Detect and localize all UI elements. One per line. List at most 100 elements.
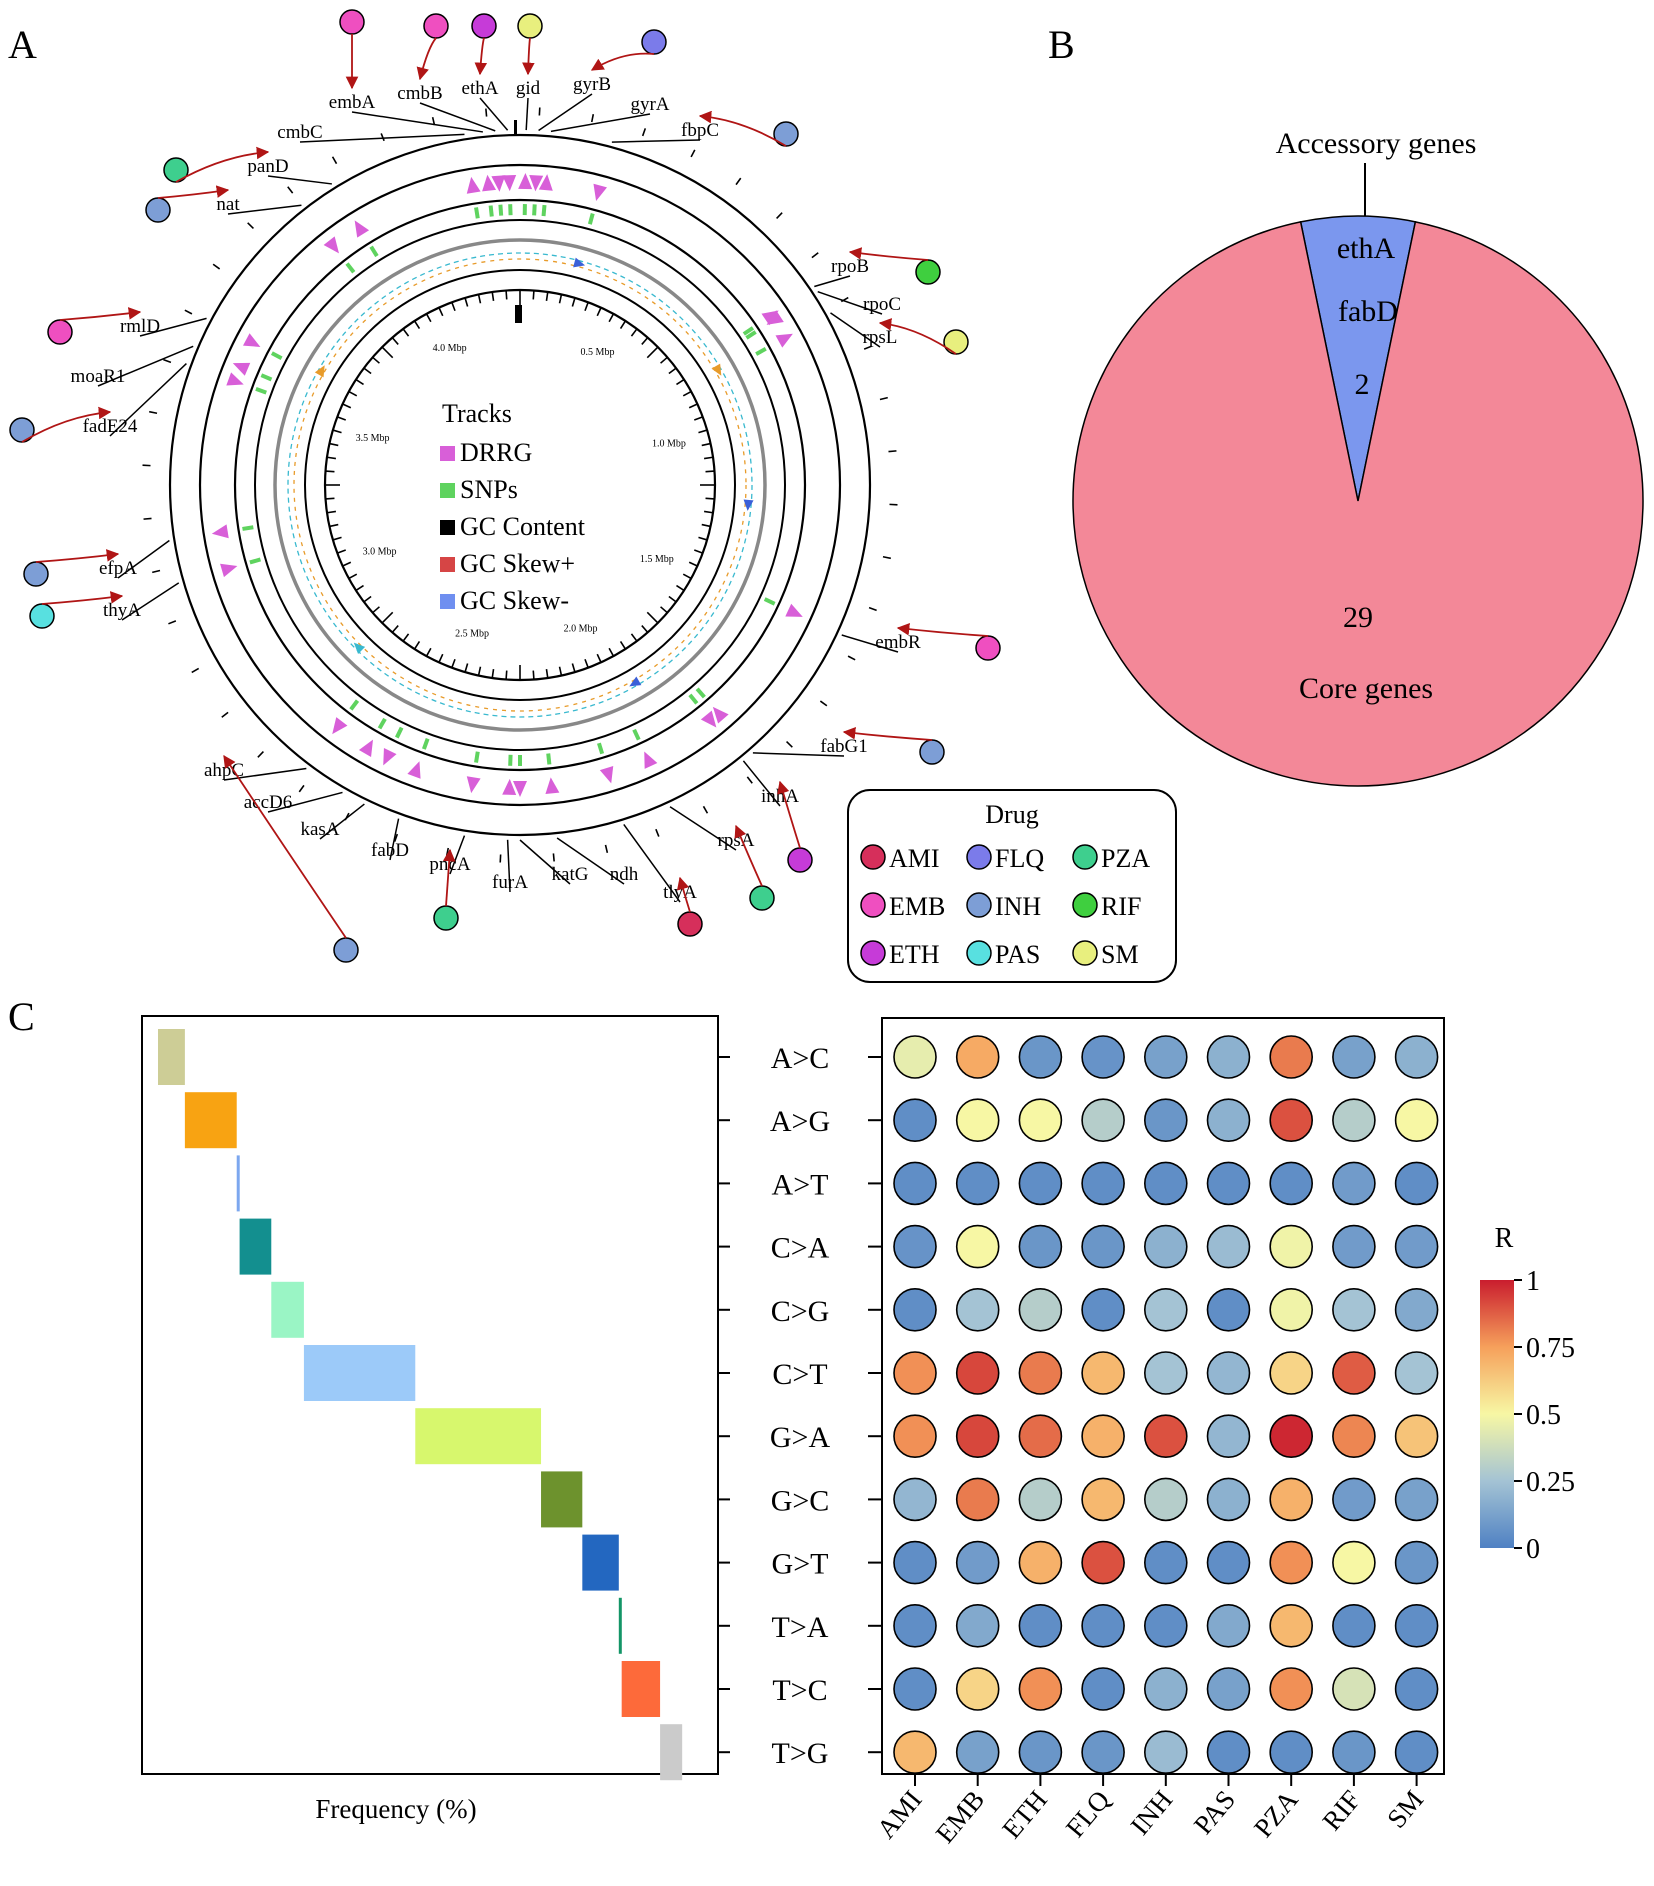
outer-tick [149,410,158,415]
heatmap-cell [1081,1351,1125,1395]
drug-column-label: FLQ [1060,1784,1116,1843]
heatmap-cell [1206,1288,1251,1332]
drug-legend-swatch [860,892,886,918]
drug-arrow [734,824,763,887]
scale-tick [326,510,337,514]
drug-column-label: EMB [930,1785,991,1849]
heatmap-cell [1332,1730,1376,1774]
drug-column-label: SM [1381,1785,1429,1834]
outer-tick [431,117,436,126]
drrg-mark [220,563,238,578]
outer-tick [735,177,742,186]
drrg-mark [491,175,506,192]
heatmap-cell [1081,1730,1125,1774]
scale-tick [342,403,352,409]
drrg-mark [502,778,517,796]
scale-tick [348,573,358,580]
drug-arrow [416,37,437,81]
heatmap-cell [1144,1414,1188,1458]
panel-a-letter: A [8,22,37,67]
heatmap-cell [1206,1351,1251,1395]
heatmap-cell [955,1351,1000,1395]
heatmap-cell [1332,1604,1376,1648]
gene-label-cmbC: cmbC [277,122,322,143]
gene-label-rpoC: rpoC [863,294,901,315]
heatmap-cell [955,1604,1000,1648]
scale-tick [438,653,444,663]
snp-mark [474,207,480,219]
drrg-mark [513,781,527,797]
drrg-mark [712,706,729,724]
scale-tick [596,307,602,317]
heatmap-cell [1269,1035,1313,1079]
drug-node-RIF [915,259,941,285]
gene-leader-line [351,111,484,133]
gc-skew-mark [629,676,642,687]
track-label-gc-skew-plus: GC Skew+ [460,549,575,578]
mutation-panel: Frequency (%) A>CA>GA>TC>AC>GC>TG>AG>CG>… [141,1015,1575,1849]
outer-tick [882,555,891,560]
track-label-drrg: DRRG [460,438,532,467]
heatmap-cell [1332,1288,1376,1332]
heatmap-cell [955,1730,1000,1774]
scale-tick [682,390,692,397]
panel-b-letter: B [1048,22,1075,67]
gene-label-kasA: kasA [300,819,339,840]
frequency-bar [541,1471,583,1528]
track-label-snps: SNPs [460,475,518,504]
outer-tick [888,450,897,453]
bar-x-axis-label: Frequency (%) [315,1794,476,1824]
heatmap-cell [1206,1414,1251,1458]
drrg-mark [700,710,717,728]
scale-tick [355,584,364,592]
frequency-bar [660,1724,683,1781]
scale-tick [425,313,432,323]
outer-tick [212,263,221,270]
heatmap-cell [1394,1161,1439,1206]
gene-label-moaR1: moaR1 [71,366,126,387]
scale-tick [477,666,482,676]
heatmap-cell [893,1224,937,1269]
colorbar-tick-label: 0 [1526,1534,1540,1565]
drug-node-INH [773,121,799,147]
heatmap-cell [1018,1224,1063,1269]
heatmap-cell [1394,1224,1439,1269]
heatmap-cell [893,1035,937,1079]
heatmap-cell [955,1414,1000,1458]
tracks-legend-title: Tracks [442,399,512,428]
heatmap-cell [893,1288,937,1332]
mutation-type-label: T>C [772,1674,827,1707]
scale-tick [584,302,589,312]
outer-tick [163,358,172,364]
scale-tick [641,337,649,345]
scale-tick [705,470,715,473]
drrg-mark [644,751,658,769]
heatmap-cell [1018,1035,1063,1079]
drug-legend-box [847,789,1177,983]
heatmap-cell [1018,1351,1063,1395]
gene-label-gid: gid [516,78,541,99]
heatmap-cell [1206,1604,1251,1648]
scale-tick [660,606,668,614]
gene-label-fadE24: fadE24 [83,416,138,437]
bar-plot-frame [141,1015,719,1775]
gene-leader-line [830,312,881,348]
outer-tick [604,844,609,853]
scale-tick [641,625,649,633]
outer-tick [868,606,877,612]
heatmap-cell [1269,1667,1313,1711]
drug-legend-swatch [1072,892,1098,918]
pie-core-count: 29 [1343,601,1373,634]
gene-label-panD: panD [247,156,288,177]
scale-tick [619,320,627,329]
scale-tick [438,307,444,317]
mutation-type-label: G>A [770,1421,831,1454]
heatmap-cell [1269,1604,1313,1648]
gene-label-gyrA: gyrA [630,94,669,115]
heatmap-cell [893,1667,937,1711]
scale-tick [698,536,708,541]
gc-content-mark [514,120,517,136]
pie-accessory-count: 2 [1355,368,1370,401]
